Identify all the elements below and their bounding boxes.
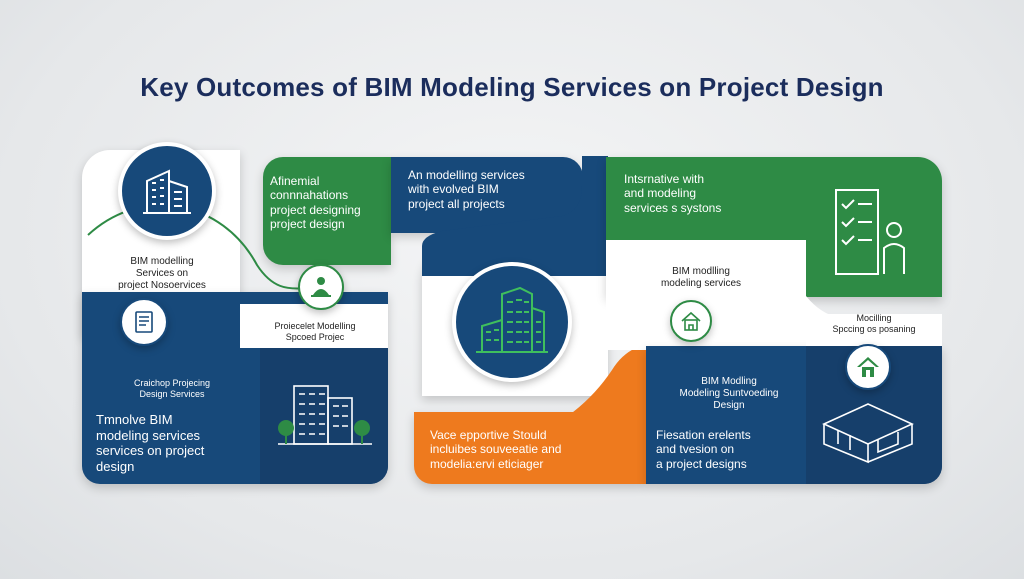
green-building-circle	[452, 262, 572, 382]
person-circle	[298, 264, 344, 310]
house-icon	[681, 311, 701, 331]
house-icon	[857, 357, 879, 377]
warehouse-icon	[822, 403, 914, 464]
right-green-text: Intsrnative with and modeling services s…	[624, 172, 722, 215]
building-circle	[118, 142, 216, 240]
document-icon	[135, 311, 153, 333]
document-circle	[120, 298, 168, 346]
person-icon	[311, 277, 331, 297]
right-navy-large-text: Fiesation erelents and tvesion on a proj…	[656, 428, 751, 471]
right-navy-small-text: BIM Modling Modeling Suntvoeding Design	[679, 376, 779, 411]
page-title: Key Outcomes of BIM Modeling Services on…	[140, 72, 884, 102]
center-orange-curve	[562, 344, 646, 430]
left-navy-small-text: Craichop Projecing Design Services	[133, 378, 211, 399]
city-building-icon	[278, 385, 372, 445]
left-green-box	[263, 157, 391, 265]
left-white-label: BIM modelling Services on project Nosoer…	[118, 256, 206, 291]
right-small-caption: Mocilling Spccing os posaning	[832, 313, 916, 334]
building-icon	[143, 169, 191, 214]
left-caption-strip	[240, 304, 388, 348]
checklist-icon	[835, 189, 905, 275]
left-navy-large-text: Tmnolve BIM modeling services services o…	[96, 412, 205, 474]
left-green-text: Afinemial connnahations project designin…	[270, 174, 361, 232]
center-top-connector	[422, 156, 608, 276]
house-circle	[845, 344, 891, 390]
left-small-caption: Proiecelet Modelling Spcoed Projec	[274, 321, 356, 342]
green-building-icon	[476, 286, 548, 353]
right-caption-strip	[806, 314, 942, 346]
left-navy-sub-block	[260, 348, 388, 484]
left-navy-top-text: An modelling services with evolved BIM p…	[408, 168, 525, 211]
right-white-label: BIM modlling modeling services	[660, 266, 742, 289]
green-house-circle	[670, 300, 712, 342]
center-orange-text: Vace epportive Stould incluibes souveeat…	[430, 428, 562, 471]
